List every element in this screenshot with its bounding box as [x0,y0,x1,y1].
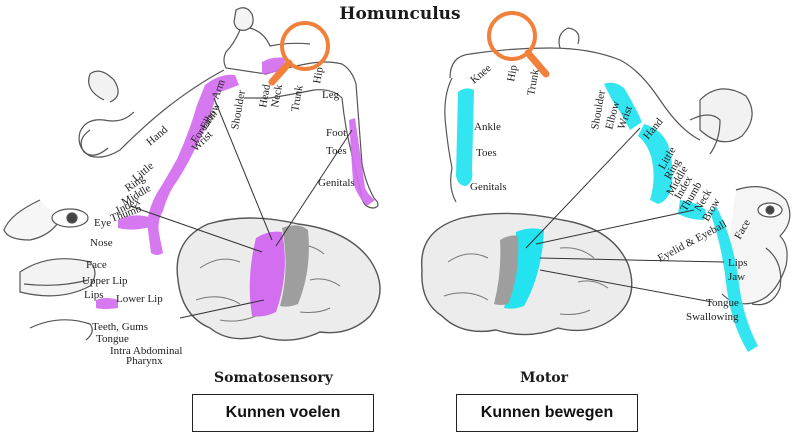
magnifier-icon [268,21,330,86]
somatosensory-label: Somatosensory [214,370,333,386]
label-ankle: Ankle [474,121,501,133]
label-tongue: Tongue [706,297,739,309]
label-hand: Hand [144,123,170,148]
label-eyelid-eyeball: Eyelid & Eyeball [656,218,729,264]
label-nose: Nose [90,237,113,249]
label-foot: Foot [326,127,346,139]
label-upper-lip: Upper Lip [82,275,128,287]
label-toes: Toes [476,147,497,159]
motor-label: Motor [520,370,569,386]
label-lips: Lips [84,289,104,301]
sensory-leader-lines [129,97,353,319]
label-teeth-gums: Teeth, Gums [92,321,148,333]
sensory-cortex-strip [96,57,375,309]
motor-caption-box: Kunnen bewegen [456,394,638,432]
label-toes: Toes [326,145,347,157]
motor-leader-lines [525,127,725,303]
label-pharynx: Pharynx [126,355,163,367]
label-trunk: Trunk [525,68,542,97]
motor-body-drawing [444,27,791,306]
label-hip: Hip [311,66,326,85]
label-eye: Eye [94,217,111,229]
label-head: Head [257,83,273,108]
sensory-body-drawing [3,7,379,341]
label-intra-abdominal: Intra Abdominal [110,345,182,357]
figure-title: Homunculus [339,4,461,24]
label-shoulder: Shoulder [229,89,248,131]
label-leg: Leg [322,89,340,101]
magnifier-icon [487,11,550,78]
motor-cortex-strip [456,82,758,352]
label-tongue: Tongue [96,333,129,345]
label-lower-lip: Lower Lip [116,293,163,305]
label-genitals: Genitals [318,177,355,189]
sensory-caption-box: Kunnen voelen [192,394,374,432]
label-trunk: Trunk [289,84,306,113]
label-genitals: Genitals [470,181,507,193]
label-knee: Knee [468,62,494,86]
label-swallowing: Swallowing [686,311,739,323]
label-lips: Lips [728,257,748,269]
label-face: Face [86,259,107,271]
label-hip: Hip [505,64,520,83]
label-neck: Neck [269,83,285,108]
motor-brain [421,212,633,336]
label-jaw: Jaw [728,271,745,283]
sensory-brain [176,217,381,341]
